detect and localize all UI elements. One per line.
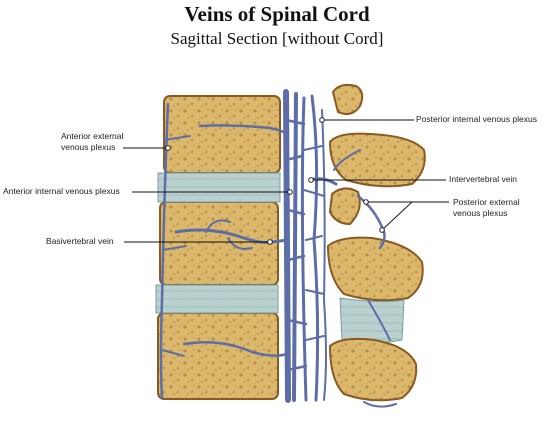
label-intervertebral: Intervertebral vein: [449, 174, 518, 184]
articular-process: [328, 187, 361, 226]
label-posterior-external-line2: venous plexus: [453, 208, 508, 218]
intervertebral-disc-1: [157, 172, 281, 203]
leader-lines: [123, 117, 449, 245]
pointer-anterior-external: [165, 145, 171, 151]
label-posterior-internal: Posterior internal venous plexus: [416, 114, 537, 124]
leader-posterior-external-branch: [381, 201, 413, 231]
vertebral-body-1: [163, 95, 281, 174]
pointer-intervertebral: [308, 177, 314, 183]
label-anterior-internal: Anterior internal venous plexus: [3, 186, 120, 196]
intervertebral-discs: [155, 172, 281, 314]
ligamentum-flavum: [339, 297, 405, 344]
pointer-basivertebral: [267, 239, 273, 245]
vertebral-body-3: [157, 312, 279, 400]
spinous-process-3: [328, 337, 418, 402]
pointer-posterior-external-1: [363, 199, 369, 205]
vertebral-bodies: [157, 95, 281, 400]
label-basivertebral: Basivertebral vein: [46, 236, 114, 246]
label-anterior-external: Anterior external venous plexus: [61, 131, 123, 153]
venous-network: [159, 89, 397, 408]
lamina-top: [331, 83, 364, 115]
label-posterior-external: Posterior external venous plexus: [453, 197, 520, 219]
pointer-anterior-internal: [287, 189, 293, 195]
spinous-process-2: [326, 236, 424, 302]
pointer-posterior-internal: [319, 117, 325, 123]
label-anterior-external-line1: Anterior external: [61, 131, 124, 141]
intervertebral-disc-2: [155, 284, 279, 314]
label-posterior-external-line1: Posterior external: [453, 197, 520, 207]
diagram-title: Veins of Spinal Cord: [184, 2, 370, 26]
pointer-posterior-external-2: [379, 227, 385, 233]
spinous-process-1: [328, 132, 426, 188]
label-anterior-external-line2: venous plexus: [61, 142, 116, 152]
posterior-elements: [326, 83, 426, 402]
diagram-subtitle: Sagittal Section [without Cord]: [170, 29, 384, 48]
